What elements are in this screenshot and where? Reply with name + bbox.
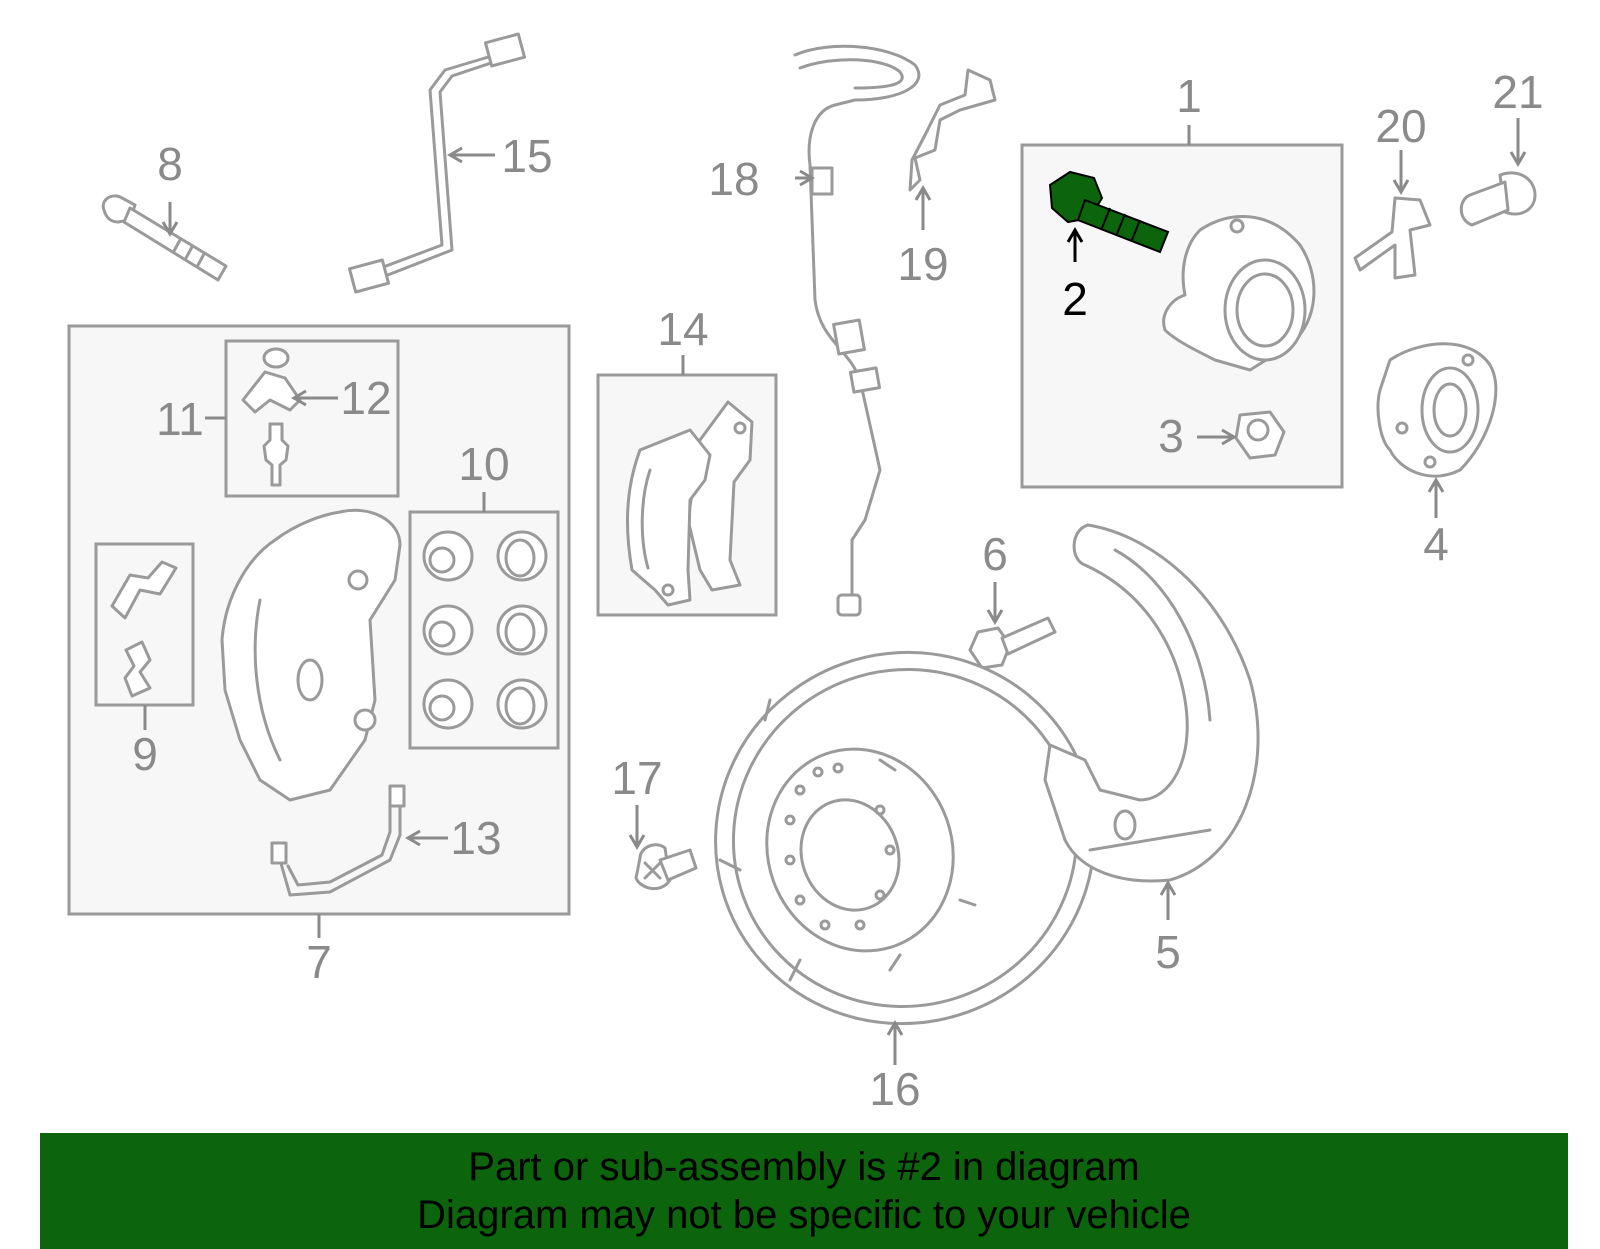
group-box-11 — [224, 339, 400, 498]
part-6-bolt[interactable] — [968, 616, 1057, 670]
callout-1: 1 — [1176, 70, 1202, 122]
part-8-caliper-bolt[interactable] — [101, 194, 228, 282]
part-4-wheel-hub[interactable] — [1376, 342, 1498, 478]
callout-20: 20 — [1375, 100, 1426, 152]
part-16-brake-rotor[interactable] — [663, 599, 1147, 1077]
part-3-nut[interactable] — [1234, 410, 1286, 460]
callout-7: 7 — [306, 936, 332, 988]
part-18-brake-hose[interactable] — [793, 44, 921, 617]
part-2-hub-bolt-highlighted[interactable] — [1048, 170, 1170, 254]
callout-13: 13 — [450, 812, 501, 864]
leader-2 — [1066, 227, 1084, 262]
callout-2-highlighted: 2 — [1062, 273, 1088, 325]
callout-14: 14 — [657, 303, 708, 355]
callout-12: 12 — [340, 372, 391, 424]
part-21-bolt[interactable] — [1459, 171, 1537, 227]
callout-16: 16 — [869, 1063, 920, 1115]
callout-21: 21 — [1492, 66, 1543, 118]
banner-disclaimer: Diagram may not be specific to your vehi… — [417, 1193, 1191, 1237]
banner-part-message: Part or sub-assembly is #2 in diagram — [468, 1145, 1140, 1189]
callout-17: 17 — [611, 752, 662, 804]
callout-4: 4 — [1423, 518, 1449, 570]
part-11-bleeder[interactable] — [262, 422, 290, 487]
leader-lines — [143, 118, 1527, 1065]
part-12-clip[interactable] — [241, 347, 302, 414]
part-1-hub-bearing[interactable] — [1162, 215, 1316, 372]
part-14-brake-pads[interactable] — [625, 400, 754, 607]
callout-19: 19 — [897, 238, 948, 290]
part-9-spring-clips[interactable] — [110, 560, 178, 698]
info-banner: Part or sub-assembly is #2 in diagram Di… — [40, 1133, 1568, 1249]
callout-18: 18 — [708, 153, 759, 205]
callout-9: 9 — [132, 728, 158, 780]
part-19-hose-bracket[interactable] — [908, 68, 997, 192]
part-5-dust-shield[interactable] — [1043, 523, 1260, 883]
part-10-piston-seals[interactable] — [422, 530, 548, 730]
callout-6: 6 — [982, 528, 1008, 580]
part-20-abs-sensor[interactable] — [1353, 196, 1432, 280]
callout-8: 8 — [157, 138, 183, 190]
caliper-body[interactable] — [220, 508, 402, 802]
callout-10: 10 — [458, 438, 509, 490]
callout-15: 15 — [501, 130, 552, 182]
callout-11: 11 — [156, 393, 204, 445]
callout-5: 5 — [1155, 926, 1181, 978]
callout-3: 3 — [1158, 410, 1184, 462]
part-13-brake-line[interactable] — [270, 784, 406, 897]
part-15-wear-sensor[interactable] — [347, 32, 527, 294]
part-17-rotor-screw[interactable] — [634, 843, 698, 891]
